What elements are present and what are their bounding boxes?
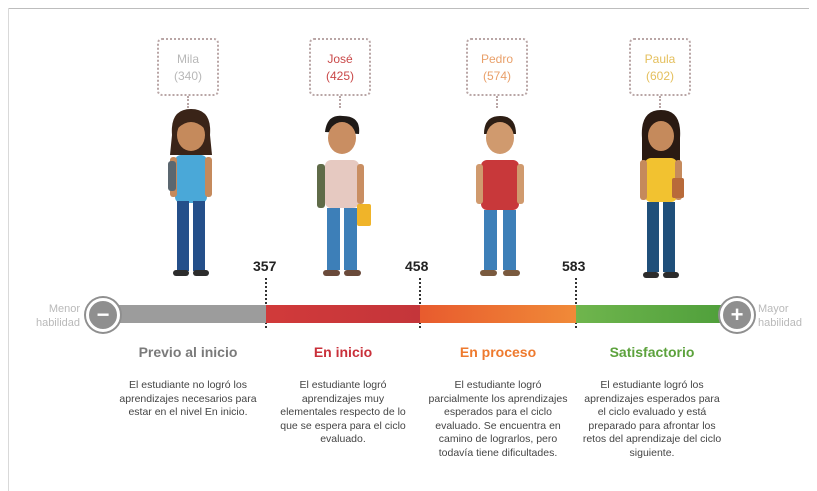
student-score: (574) bbox=[482, 69, 511, 83]
scale-label-right: Mayor habilidad bbox=[758, 302, 814, 330]
student-score: (340) bbox=[173, 69, 202, 83]
plus-icon: + bbox=[720, 298, 754, 332]
scale-label-left: Menor habilidad bbox=[22, 302, 80, 330]
scale-label-right-line1: Mayor bbox=[758, 303, 789, 315]
tag-stem bbox=[187, 96, 189, 108]
student-name: Mila bbox=[176, 52, 199, 66]
frame-left-line bbox=[8, 8, 9, 491]
student-mila-illustration bbox=[168, 109, 212, 276]
minus-icon: − bbox=[86, 298, 120, 332]
scale-segment-inicio bbox=[266, 305, 420, 323]
scale-label-left-line1: Menor bbox=[48, 303, 80, 315]
student-pedro-illustration bbox=[476, 116, 524, 276]
tag-stem bbox=[659, 96, 661, 108]
level-title-proceso: En proceso bbox=[459, 344, 537, 360]
student-score: (425) bbox=[325, 69, 354, 83]
cut-line-583 bbox=[575, 278, 577, 328]
student-name: Pedro bbox=[480, 52, 514, 66]
tag-stem bbox=[339, 96, 341, 108]
student-name: José bbox=[327, 52, 353, 66]
student-tag-jose: José (425) bbox=[309, 38, 371, 96]
student-tag-pedro: Pedro (574) bbox=[466, 38, 528, 96]
tag-stem bbox=[496, 96, 498, 108]
student-paula-illustration bbox=[640, 110, 684, 278]
level-title-satisfactorio: Satisfactorio bbox=[609, 344, 695, 360]
student-name: Paula bbox=[644, 52, 676, 66]
cut-score-583: 583 bbox=[562, 258, 586, 274]
frame-top-line bbox=[8, 8, 809, 9]
cut-score-458: 458 bbox=[405, 258, 429, 274]
level-description-proceso: El estudiante logró parcialmente los apr… bbox=[428, 379, 568, 459]
student-score: (602) bbox=[645, 69, 674, 83]
student-tag-mila: Mila (340) bbox=[157, 38, 219, 96]
level-title-previo: Previo al inicio bbox=[138, 344, 238, 360]
scale-segment-previo bbox=[100, 305, 266, 323]
level-title-inicio: En inicio bbox=[313, 344, 373, 360]
level-description-inicio: El estudiante logró aprendizajes muy ele… bbox=[280, 379, 406, 445]
cut-line-458 bbox=[419, 278, 421, 328]
level-description-satisfactorio: El estudiante logró los aprendizajes esp… bbox=[582, 379, 722, 459]
student-jose-illustration bbox=[317, 115, 371, 276]
level-description-previo: El estudiante no logró los aprendizajes … bbox=[119, 379, 257, 418]
student-tag-paula: Paula (602) bbox=[629, 38, 691, 96]
scale-segment-proceso bbox=[420, 305, 576, 323]
cut-score-357: 357 bbox=[253, 258, 277, 274]
scale-label-right-line2: habilidad bbox=[758, 317, 803, 329]
scale-label-left-line2: habilidad bbox=[35, 317, 80, 329]
scale-segment-satisfactorio bbox=[576, 305, 726, 323]
cut-line-357 bbox=[265, 278, 267, 328]
